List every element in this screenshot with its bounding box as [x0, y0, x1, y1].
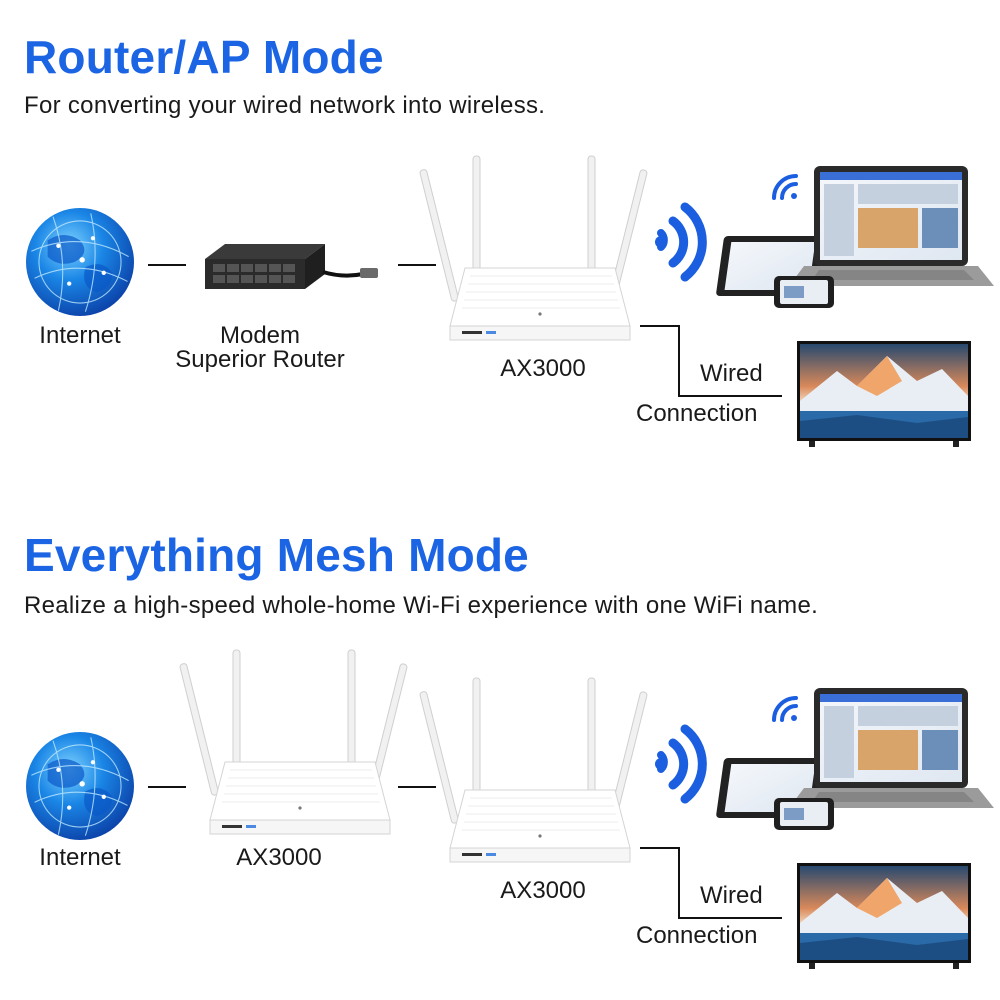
- router-ap-mode-subtitle: For converting your wired network into w…: [24, 92, 546, 119]
- client-devices-image: [713, 686, 996, 832]
- wired-label: Wired: [700, 882, 763, 909]
- connection-label: Connection: [636, 922, 758, 949]
- wired-connector-line: [678, 917, 782, 919]
- connector-line: [398, 786, 436, 788]
- modem-label: Modem: [219, 322, 301, 349]
- wired-label: Wired: [700, 360, 763, 387]
- ax3000-label: AX3000: [500, 355, 586, 382]
- wired-connector-line: [678, 325, 680, 397]
- wired-connector-line: [678, 395, 782, 397]
- internet-globe-icon: [25, 731, 135, 841]
- connector-line: [398, 264, 436, 266]
- ax3000-mesh-node-image: [418, 677, 649, 863]
- wired-connector-line: [640, 325, 680, 327]
- wired-connector-line: [640, 847, 680, 849]
- connector-line: [148, 264, 186, 266]
- ax3000-main-router-image: [178, 649, 409, 835]
- connection-label: Connection: [636, 400, 758, 427]
- modem-device-image: [203, 242, 380, 291]
- mesh-mode-subtitle: Realize a high-speed whole-home Wi-Fi ex…: [24, 592, 819, 619]
- wired-connector-line: [678, 847, 680, 919]
- ax3000-router-image: [418, 155, 649, 341]
- router-ap-mode-title: Router/AP Mode: [24, 31, 384, 83]
- internet-label: Internet: [39, 322, 121, 349]
- television-image: [797, 863, 971, 969]
- client-devices-image: [713, 164, 996, 310]
- mesh-mode-title: Everything Mesh Mode: [24, 529, 529, 581]
- ax3000-main-label: AX3000: [236, 844, 322, 871]
- wifi-signal-icon: [651, 195, 707, 289]
- internet-globe-icon: [25, 207, 135, 317]
- wifi-signal-icon: [651, 717, 707, 811]
- connector-line: [148, 786, 186, 788]
- ax3000-node-label: AX3000: [500, 877, 586, 904]
- superior-router-label: Superior Router: [175, 346, 345, 373]
- television-image: [797, 341, 971, 447]
- internet-label: Internet: [39, 844, 121, 871]
